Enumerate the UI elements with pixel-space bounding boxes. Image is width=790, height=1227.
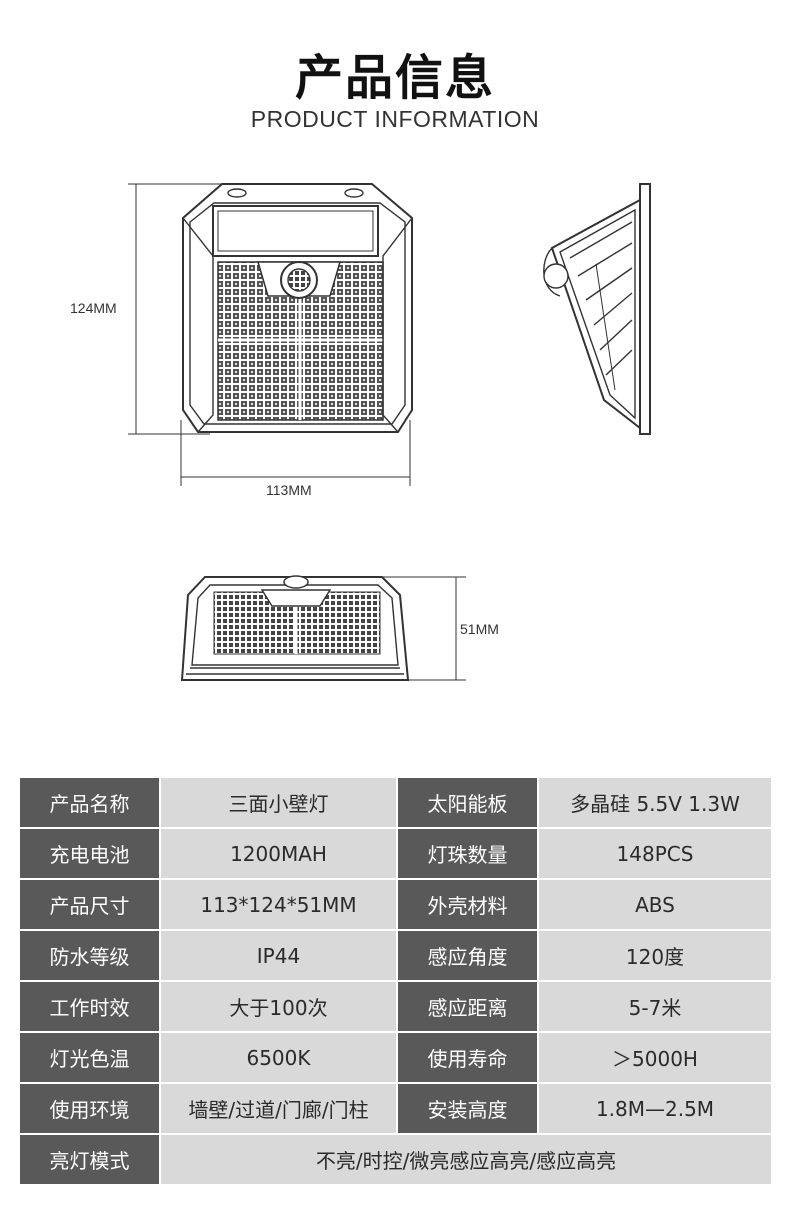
spec-value: 113*124*51MM <box>159 878 398 931</box>
spec-label: 产品名称 <box>18 776 161 829</box>
spec-value: 三面小壁灯 <box>159 776 398 829</box>
spec-value: 6500K <box>159 1031 398 1084</box>
spec-label: 外壳材料 <box>396 878 539 931</box>
depth-dimension-label: 51MM <box>460 621 499 637</box>
spec-label: 灯光色温 <box>18 1031 161 1084</box>
spec-value: 墙壁/过道/门廊/门柱 <box>159 1082 398 1135</box>
table-row: 充电电池 1200MAH 灯珠数量 148PCS <box>18 827 773 880</box>
page-subtitle: PRODUCT INFORMATION <box>250 106 540 132</box>
spec-value: 148PCS <box>537 827 773 880</box>
spec-value: 大于100次 <box>159 980 398 1033</box>
spec-table: 产品名称 三面小壁灯 太阳能板 多晶硅 5.5V 1.3W 充电电池 1200M… <box>18 776 773 1186</box>
front-view <box>128 183 413 486</box>
spec-label: 安装高度 <box>396 1082 539 1135</box>
table-row: 防水等级 IP44 感应角度 120度 <box>18 929 773 982</box>
table-row: 亮灯模式 不亮/时控/微亮感应高亮/感应高亮 <box>18 1133 773 1186</box>
spec-value: 1200MAH <box>159 827 398 880</box>
spec-label: 使用环境 <box>18 1082 161 1135</box>
spec-label: 亮灯模式 <box>18 1133 161 1186</box>
spec-label: 感应距离 <box>396 980 539 1033</box>
spec-value: 1.8M—2.5M <box>537 1082 773 1135</box>
spec-value: ABS <box>537 878 773 931</box>
spec-label: 产品尺寸 <box>18 878 161 931</box>
spec-value: 不亮/时控/微亮感应高亮/感应高亮 <box>159 1133 773 1186</box>
spec-value: 120度 <box>537 929 773 982</box>
spec-label: 防水等级 <box>18 929 161 982</box>
table-row: 工作时效 大于100次 感应距离 5-7米 <box>18 980 773 1033</box>
spec-value: 5-7米 <box>537 980 773 1033</box>
table-row: 使用环境 墙壁/过道/门廊/门柱 安装高度 1.8M—2.5M <box>18 1082 773 1135</box>
spec-label: 工作时效 <box>18 980 161 1033</box>
spec-value: IP44 <box>159 929 398 982</box>
spec-label: 充电电池 <box>18 827 161 880</box>
table-row: 灯光色温 6500K 使用寿命 ＞5000H <box>18 1031 773 1084</box>
spec-label: 灯珠数量 <box>396 827 539 880</box>
spec-label: 太阳能板 <box>396 776 539 829</box>
bottom-view <box>180 575 466 681</box>
table-row: 产品尺寸 113*124*51MM 外壳材料 ABS <box>18 878 773 931</box>
spec-value: 多晶硅 5.5V 1.3W <box>537 776 773 829</box>
height-dimension-label: 124MM <box>70 300 117 316</box>
spec-value: ＞5000H <box>537 1031 773 1084</box>
side-view <box>543 183 651 435</box>
table-row: 产品名称 三面小壁灯 太阳能板 多晶硅 5.5V 1.3W <box>18 776 773 829</box>
width-dimension-label: 113MM <box>266 482 312 498</box>
page-title: 产品信息 <box>294 50 495 106</box>
spec-label: 感应角度 <box>396 929 539 982</box>
product-drawings <box>128 183 651 681</box>
spec-label: 使用寿命 <box>396 1031 539 1084</box>
